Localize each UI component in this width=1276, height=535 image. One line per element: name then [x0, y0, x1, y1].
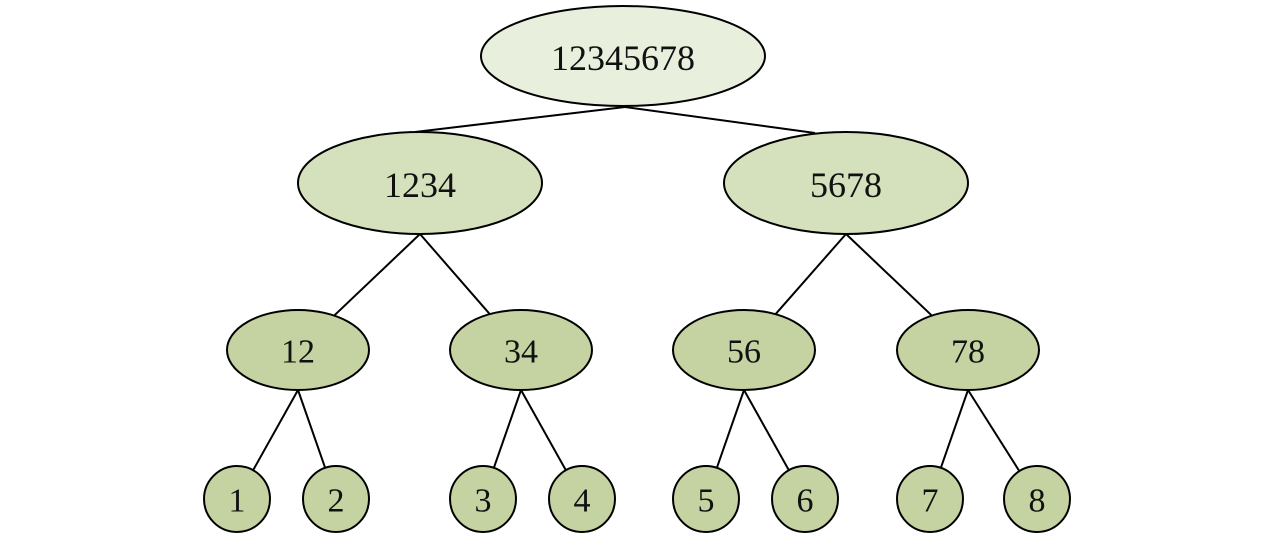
- edge-n5678-to-n78: [845, 233, 933, 317]
- node-label-n1234: 1234: [384, 165, 456, 205]
- tree-node-n34: 34: [449, 309, 593, 391]
- node-ellipse-n4: [548, 465, 616, 533]
- edge-root-to-n5678: [624, 106, 816, 134]
- node-ellipse-root: [480, 5, 766, 107]
- tree-node-n5: 5: [672, 465, 740, 533]
- node-label-n3: 3: [475, 483, 492, 520]
- node-label-n78: 78: [951, 334, 985, 371]
- node-ellipse-n56: [672, 309, 816, 391]
- edge-n5678-to-n56: [774, 233, 847, 315]
- tree-node-n8: 8: [1003, 465, 1071, 533]
- tree-node-n6: 6: [771, 465, 839, 533]
- node-label-n12: 12: [281, 334, 315, 371]
- node-label-n6: 6: [797, 483, 814, 520]
- tree-node-root: 12345678: [480, 5, 766, 107]
- edge-n12-to-n1: [252, 389, 299, 471]
- node-label-n34: 34: [504, 334, 538, 371]
- edge-n78-to-n7: [939, 389, 969, 469]
- edge-root-to-n1234: [414, 106, 626, 133]
- edges-layer: [252, 106, 1021, 472]
- node-label-n7: 7: [922, 483, 939, 520]
- node-label-n8: 8: [1029, 483, 1046, 520]
- edge-n12-to-n2: [297, 389, 327, 469]
- node-ellipse-n5: [672, 465, 740, 533]
- tree-node-n78: 78: [896, 309, 1040, 391]
- tree-node-n56: 56: [672, 309, 816, 391]
- edge-n78-to-n8: [967, 389, 1021, 472]
- tree-node-n4: 4: [548, 465, 616, 533]
- node-ellipse-n78: [896, 309, 1040, 391]
- edge-n1234-to-n12: [333, 233, 421, 317]
- node-ellipse-n34: [449, 309, 593, 391]
- node-label-n1: 1: [229, 483, 246, 520]
- node-label-root: 12345678: [551, 38, 695, 78]
- tree-node-n1: 1: [203, 465, 271, 533]
- node-label-n4: 4: [574, 483, 591, 520]
- tree-node-n2: 2: [302, 465, 370, 533]
- tree-node-n7: 7: [896, 465, 964, 533]
- node-ellipse-n1: [203, 465, 271, 533]
- node-ellipse-n12: [226, 309, 370, 391]
- tree-node-n12: 12: [226, 309, 370, 391]
- edge-n34-to-n4: [520, 389, 567, 471]
- node-ellipse-n5678: [723, 131, 969, 235]
- tree-node-n5678: 5678: [723, 131, 969, 235]
- tree-node-n3: 3: [449, 465, 517, 533]
- node-label-n5: 5: [698, 483, 715, 520]
- node-label-n56: 56: [727, 334, 761, 371]
- node-label-n5678: 5678: [810, 165, 882, 205]
- edge-n34-to-n3: [492, 389, 522, 469]
- tree-node-n1234: 1234: [297, 131, 543, 235]
- node-ellipse-n6: [771, 465, 839, 533]
- edge-n1234-to-n34: [419, 233, 491, 315]
- node-ellipse-n7: [896, 465, 964, 533]
- edge-n56-to-n6: [743, 389, 790, 471]
- node-ellipse-n2: [302, 465, 370, 533]
- node-ellipse-n8: [1003, 465, 1071, 533]
- node-label-n2: 2: [328, 483, 345, 520]
- edge-n56-to-n5: [715, 389, 745, 469]
- node-ellipse-n3: [449, 465, 517, 533]
- node-ellipse-n1234: [297, 131, 543, 235]
